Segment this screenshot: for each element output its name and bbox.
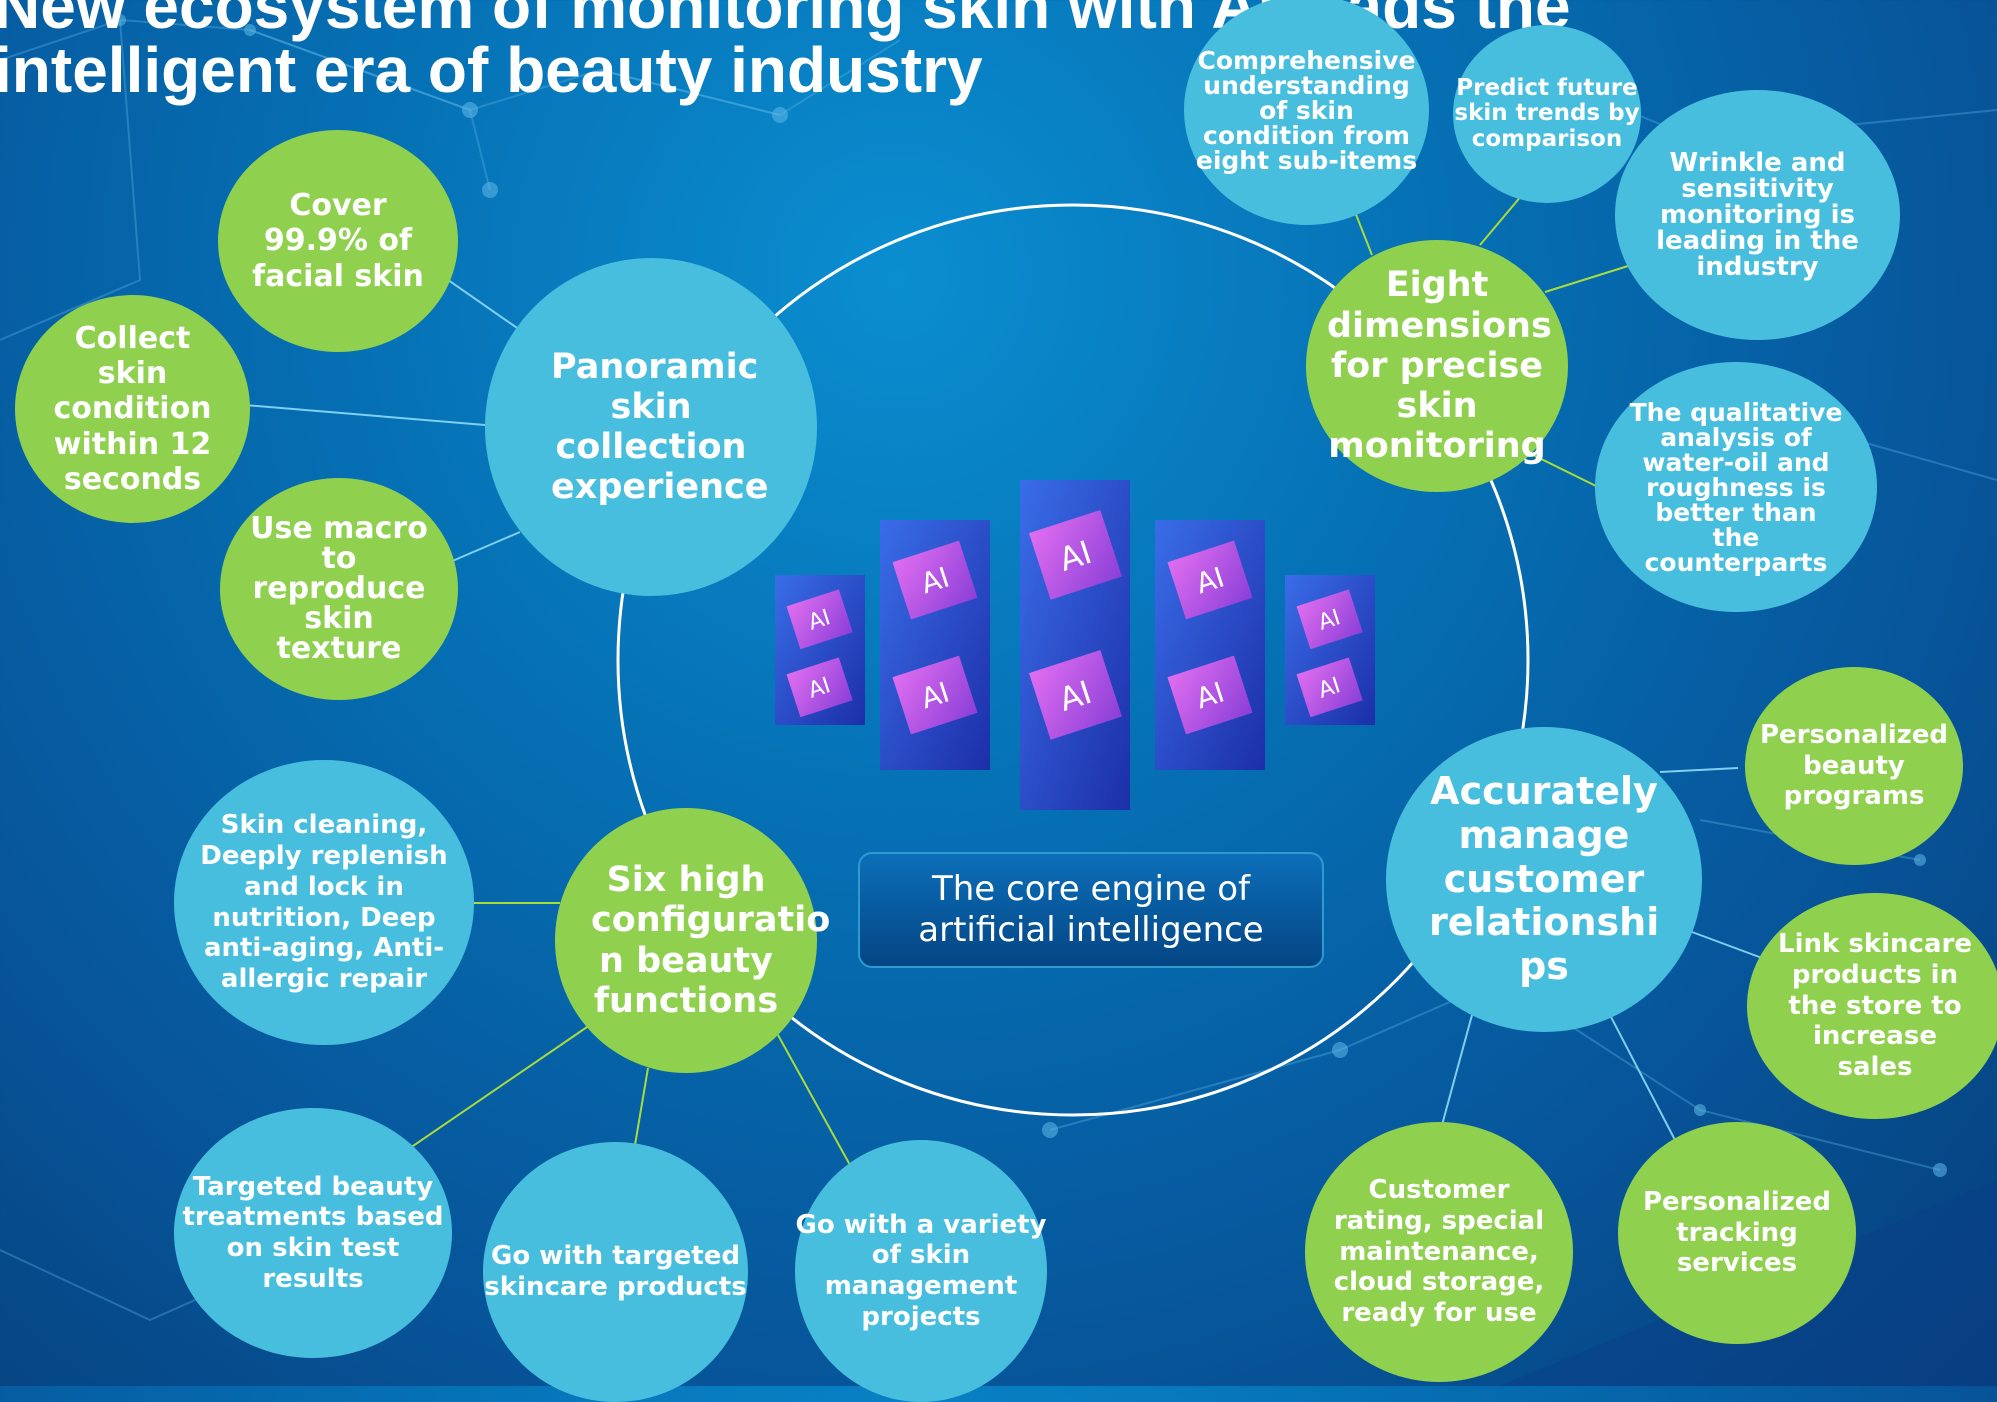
- leaf-customer-rating: Customer rating, special maintenance, cl…: [1305, 1122, 1573, 1382]
- leaf-predict-label: Predict future skin trends by comparison: [1454, 75, 1640, 152]
- leaf-customer-rating-label: Customer rating, special maintenance, cl…: [1333, 1175, 1545, 1328]
- ai-cube-right: AI AI: [1155, 520, 1265, 770]
- connector-six-products: [634, 1067, 649, 1146]
- leaf-cleaning-label: Skin cleaning, Deeply replenish and lock…: [200, 810, 448, 994]
- hub-panoramic: Panoramic skin collection experience: [485, 258, 817, 596]
- leaf-qualitative-label: The qualitative analysis of water-oil an…: [1629, 397, 1843, 577]
- leaf-collect-label: Collect skin condition within 12 seconds: [53, 320, 212, 498]
- hub-customer: Accurately manage customer relationshi p…: [1386, 727, 1702, 1032]
- hub-panoramic-label: Panoramic skin collection experience: [551, 346, 769, 508]
- connector-eight-comprehensive: [1354, 211, 1373, 256]
- leaf-personalized-programs-label: Personalized beauty programs: [1759, 719, 1949, 812]
- connector-six-variety: [777, 1034, 851, 1166]
- connector-eight-predict: [1479, 194, 1523, 246]
- leaf-wrinkle-label: Wrinkle and sensitivity monitoring is le…: [1656, 148, 1859, 282]
- leaf-link-skincare: Link skincare products in the store to i…: [1747, 893, 1997, 1119]
- connector-customer-link: [1691, 931, 1763, 959]
- hub-eight-dimensions-label: Eight dimensions for precise skin monito…: [1327, 265, 1552, 467]
- leaf-personalized-tracking-label: Personalized tracking services: [1642, 1186, 1832, 1279]
- ai-cube-far-right: AI AI: [1285, 575, 1375, 725]
- leaf-variety: Go with a variety of skin management pro…: [795, 1140, 1047, 1402]
- hub-six-functions-label: Six high configuratio n beauty functions: [591, 860, 831, 1021]
- connector-customer-programs: [1659, 767, 1739, 773]
- page-title-line-2: intelligent era of beauty industry: [0, 34, 983, 106]
- hub-six-functions: Six high configuratio n beauty functions: [555, 808, 831, 1073]
- ai-cube-far-left: AI AI: [775, 575, 865, 725]
- hub-customer-label: Accurately manage customer relationshi p…: [1429, 769, 1660, 989]
- connector-six-treatments: [409, 1024, 591, 1149]
- ai-cube-center: AI AI: [1020, 480, 1130, 810]
- leaf-targeted-treatments: Targeted beauty treatments based on skin…: [174, 1108, 452, 1358]
- hub-eight-dimensions: Eight dimensions for precise skin monito…: [1306, 240, 1568, 492]
- leaf-qualitative: The qualitative analysis of water-oil an…: [1595, 362, 1877, 612]
- leaf-comprehensive: Comprehensive understanding of skin cond…: [1184, 0, 1429, 225]
- core-engine-text: The core engine of artificial intelligen…: [918, 869, 1264, 950]
- connector-eight-wrinkle: [1544, 265, 1629, 293]
- ai-cubes-illustration: AI AI AI AI AI AI AI AI AI AI: [775, 480, 1375, 810]
- leaf-predict: Predict future skin trends by comparison: [1453, 25, 1641, 203]
- ai-cube-left: AI AI: [880, 520, 990, 770]
- leaf-personalized-tracking: Personalized tracking services: [1618, 1122, 1856, 1344]
- leaf-collect: Collect skin condition within 12 seconds: [15, 295, 250, 523]
- leaf-comprehensive-label: Comprehensive understanding of skin cond…: [1195, 45, 1418, 175]
- connector-customer-tracking: [1609, 1014, 1676, 1141]
- leaf-cleaning: Skin cleaning, Deeply replenish and lock…: [174, 760, 474, 1045]
- leaf-personalized-programs: Personalized beauty programs: [1745, 667, 1963, 865]
- leaf-targeted-products-label: Go with targeted skincare products: [484, 1241, 747, 1302]
- connector-panoramic-collect: [244, 404, 486, 426]
- leaf-cover-label: Cover 99.9% of facial skin: [252, 187, 424, 294]
- leaf-cover: Cover 99.9% of facial skin: [218, 130, 458, 352]
- leaf-macro: Use macro to reproduce skin texture: [220, 478, 458, 700]
- leaf-targeted-treatments-label: Targeted beauty treatments based on skin…: [182, 1171, 444, 1294]
- leaf-macro-label: Use macro to reproduce skin texture: [250, 511, 428, 666]
- core-engine-label: The core engine of artificial intelligen…: [858, 852, 1324, 968]
- core-ring: [616, 203, 1530, 1117]
- leaf-targeted-products: Go with targeted skincare products: [483, 1142, 748, 1402]
- leaf-wrinkle: Wrinkle and sensitivity monitoring is le…: [1615, 90, 1900, 340]
- connector-eight-qualitative: [1522, 449, 1599, 488]
- connector-customer-rating: [1441, 1014, 1473, 1126]
- connector-panoramic-macro: [449, 531, 521, 563]
- leaf-variety-label: Go with a variety of skin management pro…: [795, 1209, 1047, 1332]
- leaf-link-skincare-label: Link skincare products in the store to i…: [1778, 929, 1972, 1082]
